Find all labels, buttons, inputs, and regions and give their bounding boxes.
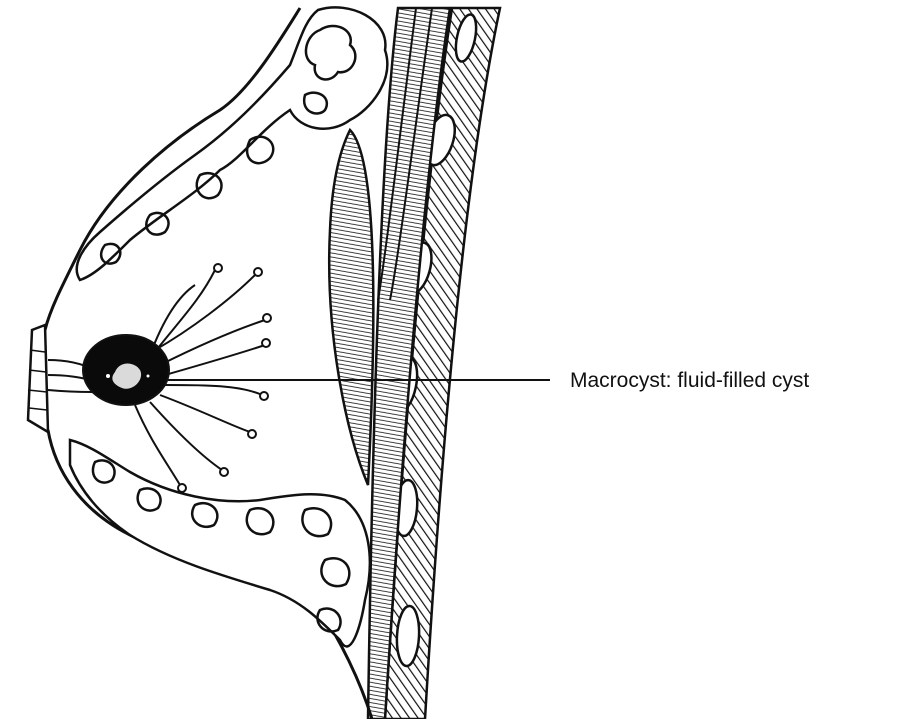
nipple — [26, 323, 50, 435]
pectoralis-lens — [327, 127, 375, 486]
fat-lobules-upper — [75, 6, 389, 282]
macrocyst — [82, 334, 170, 406]
fat-lobules-lower — [68, 438, 371, 648]
pectoral-muscle — [366, 6, 452, 719]
milk-ducts — [47, 263, 272, 493]
annotation-label: Macrocyst: fluid-filled cyst — [570, 369, 809, 392]
